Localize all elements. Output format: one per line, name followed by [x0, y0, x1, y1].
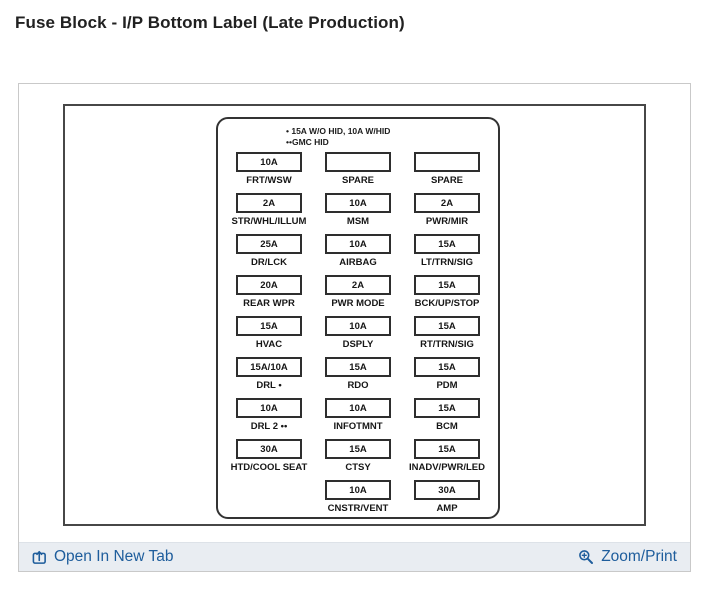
fuse-label: AMP — [436, 503, 458, 515]
fuse-amp-box: 10A — [325, 398, 391, 419]
fuse-cell: 20A REAR WPR — [225, 275, 314, 316]
fuse-grid: 10A FRT/WSW SPARE SPARE 2A STR/WHL/ILLUM 10A MS… — [218, 150, 498, 521]
fuse-label: AIRBAG — [339, 257, 377, 269]
fuse-amp-box — [414, 152, 480, 173]
fuse-amp-box: 2A — [325, 275, 391, 296]
fuse-label: PWR/MIR — [425, 216, 469, 228]
fuse-amp-box: 10A — [236, 152, 302, 173]
fuse-amp-box: 10A — [325, 316, 391, 337]
fuse-amp-box: 15A — [414, 275, 480, 296]
fuse-label: INFOTMNT — [333, 421, 383, 433]
fuse-label: DSPLY — [342, 339, 374, 351]
fuse-label: PWR MODE — [331, 298, 385, 310]
fuse-cell: 30A HTD/COOL SEAT — [225, 439, 314, 480]
fuse-amp-box: 15A — [414, 316, 480, 337]
fuse-amp-box: 20A — [236, 275, 302, 296]
fuse-cell: SPARE — [314, 152, 403, 193]
zoom-print-icon[interactable] — [578, 549, 594, 565]
fuse-cell: SPARE — [403, 152, 492, 193]
fuse-label: MSM — [346, 216, 370, 228]
fuse-amp-box: 30A — [414, 480, 480, 501]
fuse-cell: 10A FRT/WSW — [225, 152, 314, 193]
fuse-cell: 15A RT/TRN/SIG — [403, 316, 492, 357]
fuse-cell: 15A PDM — [403, 357, 492, 398]
fuse-amp-box: 30A — [236, 439, 302, 460]
fuse-cell: 10A DSPLY — [314, 316, 403, 357]
fuse-cell — [225, 480, 314, 521]
fuse-amp-box: 2A — [414, 193, 480, 214]
diagram-viewer-card: • 15A W/O HID, 10A W/HID ••GMC HID 10A FR… — [18, 83, 691, 572]
fuse-label: RDO — [347, 380, 369, 392]
fuse-label: DRL • — [256, 380, 282, 392]
legend-line-2: ••GMC HID — [286, 137, 329, 148]
fuse-label: REAR WPR — [243, 298, 295, 310]
fuse-label: LT/TRN/SIG — [420, 257, 474, 269]
fuse-amp-box: 2A — [236, 193, 302, 214]
open-in-new-tab-link[interactable]: Open In New Tab — [32, 548, 173, 566]
fuse-amp-box: 15A — [325, 439, 391, 460]
fuse-amp-box: 15A — [414, 357, 480, 378]
fuse-cell: 10A CNSTR/VENT — [314, 480, 403, 521]
fuse-label: INADV/PWR/LED — [409, 462, 485, 474]
fuse-cell: 2A PWR/MIR — [403, 193, 492, 234]
fuse-label: DR/LCK — [251, 257, 287, 269]
fuse-label: SPARE — [430, 175, 464, 187]
fuse-cell: 10A DRL 2 •• — [225, 398, 314, 439]
fuse-diagram-image: • 15A W/O HID, 10A W/HID ••GMC HID 10A FR… — [63, 104, 646, 526]
fuse-cell: 15A/10A DRL • — [225, 357, 314, 398]
fuse-cell: 2A PWR MODE — [314, 275, 403, 316]
fuse-label: HTD/COOL SEAT — [230, 462, 308, 474]
zoom-print-link[interactable]: Zoom/Print — [578, 548, 677, 566]
viewer-footer-bar: Open In New Tab Zoom/Print — [19, 542, 690, 571]
fuse-amp-box: 15A — [414, 439, 480, 460]
fuse-amp-box: 10A — [325, 234, 391, 255]
fuse-panel-outline: • 15A W/O HID, 10A W/HID ••GMC HID 10A FR… — [216, 117, 500, 519]
fuse-label: BCK/UP/STOP — [414, 298, 480, 310]
fuse-amp-box: 15A/10A — [236, 357, 302, 378]
fuse-label: RT/TRN/SIG — [420, 339, 474, 351]
fuse-amp-box: 15A — [414, 234, 480, 255]
fuse-amp-box: 15A — [325, 357, 391, 378]
fuse-amp-box: 10A — [325, 480, 391, 501]
fuse-cell: 10A MSM — [314, 193, 403, 234]
fuse-cell: 30A AMP — [403, 480, 492, 521]
fuse-cell: 15A BCK/UP/STOP — [403, 275, 492, 316]
fuse-cell: 15A CTSY — [314, 439, 403, 480]
fuse-cell: 15A LT/TRN/SIG — [403, 234, 492, 275]
fuse-amp-box — [325, 152, 391, 173]
fuse-cell: 15A INADV/PWR/LED — [403, 439, 492, 480]
fuse-label: CNSTR/VENT — [327, 503, 389, 515]
fuse-amp-box: 10A — [325, 193, 391, 214]
fuse-label: DRL 2 •• — [250, 421, 288, 433]
fuse-cell: 15A RDO — [314, 357, 403, 398]
open-in-new-tab-label[interactable]: Open In New Tab — [54, 548, 174, 565]
zoom-print-label[interactable]: Zoom/Print — [601, 548, 677, 565]
fuse-label: FRT/WSW — [246, 175, 292, 187]
fuse-cell: 15A HVAC — [225, 316, 314, 357]
legend-line-1: • 15A W/O HID, 10A W/HID — [286, 126, 391, 136]
fuse-amp-box: 10A — [236, 398, 302, 419]
fuse-cell: 2A STR/WHL/ILLUM — [225, 193, 314, 234]
fuse-cell: 25A DR/LCK — [225, 234, 314, 275]
open-in-new-tab-icon[interactable] — [32, 550, 47, 565]
fuse-cell: 15A BCM — [403, 398, 492, 439]
fuse-legend: • 15A W/O HID, 10A W/HID ••GMC HID — [286, 126, 498, 148]
fuse-label: SPARE — [341, 175, 375, 187]
page-title: Fuse Block - I/P Bottom Label (Late Prod… — [15, 13, 405, 32]
fuse-label: BCM — [436, 421, 458, 433]
fuse-cell: 10A AIRBAG — [314, 234, 403, 275]
fuse-cell: 10A INFOTMNT — [314, 398, 403, 439]
fuse-amp-box: 15A — [236, 316, 302, 337]
fuse-amp-box: 15A — [414, 398, 480, 419]
fuse-label: STR/WHL/ILLUM — [231, 216, 307, 228]
fuse-label: HVAC — [255, 339, 283, 351]
fuse-amp-box: 25A — [236, 234, 302, 255]
fuse-label: CTSY — [345, 462, 371, 474]
fuse-label: PDM — [436, 380, 458, 392]
